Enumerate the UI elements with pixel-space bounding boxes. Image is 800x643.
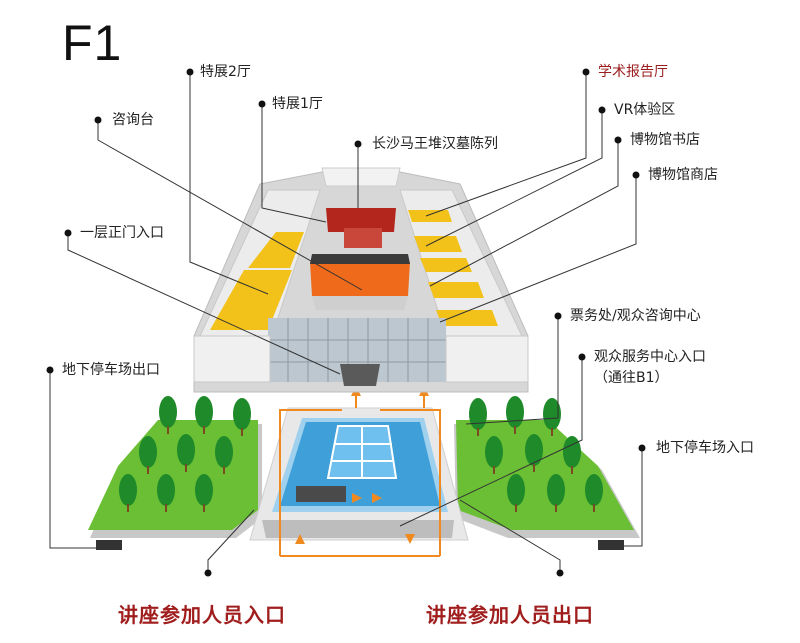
leader-lines	[49, 72, 643, 573]
right-lawn	[454, 420, 640, 538]
label-visitor-center-note: （通往B1）	[594, 370, 669, 386]
reflecting-pool	[262, 418, 454, 538]
label-lecture-entrance: 讲座参加人员入口	[118, 603, 286, 627]
label-changsha-mawangdui: 长沙马王堆汉墓陈列	[372, 136, 498, 152]
left-lawn	[88, 420, 262, 538]
label-academic-hall: 学术报告厅	[598, 64, 668, 80]
parking-entrance-ramp	[598, 540, 624, 550]
label-special-exhibit-1: 特展1厅	[272, 96, 323, 112]
parking-exit-ramp	[96, 540, 122, 550]
label-museum-shop: 博物馆商店	[648, 167, 718, 183]
floor-title: F1	[62, 15, 123, 71]
label-info-desk: 咨询台	[112, 112, 154, 128]
trees-right	[469, 396, 603, 512]
label-visitor-center-entrance: 观众服务中心入口	[594, 349, 706, 365]
label-parking-entrance: 地下停车场入口	[656, 440, 754, 456]
label-ticket-office: 票务处/观众咨询中心	[570, 308, 701, 324]
label-special-exhibit-2: 特展2厅	[200, 64, 251, 80]
leader-dots	[46, 68, 646, 577]
label-lecture-exit: 讲座参加人员出口	[426, 603, 594, 627]
route-arrows	[295, 386, 429, 544]
label-main-entrance: 一层正门入口	[80, 225, 164, 241]
label-vr-zone: VR体验区	[614, 102, 676, 118]
label-parking-exit: 地下停车场出口	[62, 362, 160, 378]
main-building	[193, 167, 529, 393]
trees-left	[119, 396, 251, 512]
label-museum-bookstore: 博物馆书店	[630, 132, 700, 148]
